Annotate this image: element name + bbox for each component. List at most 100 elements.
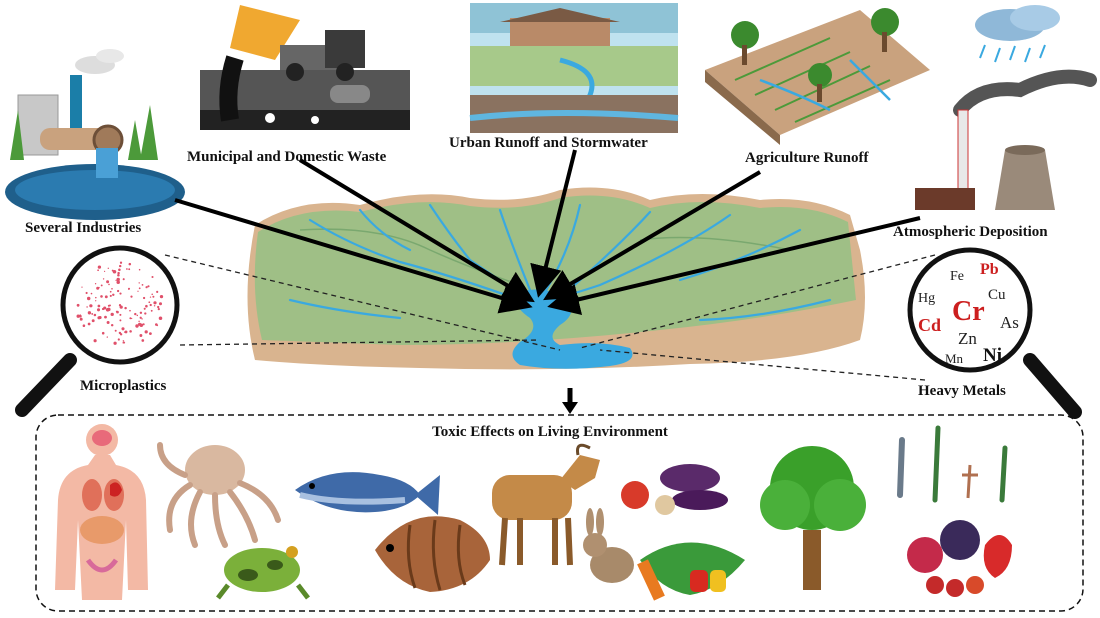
microplastic-speck [104,295,108,299]
microplastic-speck [86,296,91,301]
arrow-municipal [298,158,535,303]
microplastic-speck [144,330,148,334]
metal-hg: Hg [918,291,936,306]
microplastic-speck [144,312,147,315]
microplastic-speck [94,283,97,285]
microplastic-speck [139,311,143,314]
effects-title: Toxic Effects on Living Environment [432,424,668,440]
microplastic-speck [79,317,83,321]
microplastic-speck [116,280,120,285]
microplastic-speck [135,324,139,328]
microplastic-speck [109,294,112,297]
octopus-icon [157,442,281,548]
microplastic-speck [119,261,123,264]
arrow-industries [174,198,533,314]
river-landscape [247,187,865,370]
microplastic-speck [118,304,122,307]
industries-icon [5,49,185,220]
microplastic-speck [147,285,150,288]
microplastic-speck [95,296,97,299]
microplastic-speck [159,294,164,299]
tree-icon [760,446,866,590]
microplastic-speck [151,275,154,279]
microplastic-speck [106,280,110,284]
microplastic-speck [119,292,122,295]
label-municipal-waste: Municipal and Domestic Waste [187,149,387,165]
microplastic-speck [156,290,159,293]
microplastic-speck [102,278,105,280]
metal-ni: Ni [983,345,1002,366]
human-body-icon [55,424,148,600]
microplastic-speck [89,304,92,307]
metal-zn: Zn [958,329,977,348]
microplastic-speck [158,316,163,320]
microplastic-speck [98,286,100,289]
microplastic-speck [87,322,91,326]
microplastic-speck [145,286,148,289]
metal-as: As [1000,313,1019,332]
microplastic-speck [149,296,152,298]
microplastic-speck [119,319,122,322]
microplastic-speck [104,315,107,319]
microplastic-speck [153,305,156,307]
microplastic-speck [110,323,114,327]
microplastic-speck [119,264,122,268]
metal-cr: Cr [952,296,985,327]
microplastic-speck [91,312,94,315]
microplastic-speck [106,336,108,338]
microplastic-speck [110,312,114,317]
microplastic-speck [131,317,133,320]
goat-icon [492,443,600,566]
microplastic-speck [114,329,117,332]
microplastic-speck [107,267,110,269]
microplastic-speck [108,283,110,286]
microplastic-speck [118,331,122,335]
microplastic-speck [115,279,117,282]
microplastic-speck [148,301,151,304]
microplastic-speck [138,320,140,323]
heavy-metals-magnifier [907,247,1082,419]
microplastic-speck [141,284,144,286]
pollutant-leader-lines [164,254,936,381]
microplastic-speck [95,300,97,302]
berries-icon [907,520,1012,597]
microplastic-speck [138,282,140,284]
fish-icon [295,472,440,515]
microplastic-speck [93,313,97,317]
microplastic-speck [136,314,139,317]
microplastic-speck [116,277,120,282]
microplastic-speck [112,293,115,296]
microplastic-speck [97,316,101,320]
tropical-fish-icon [375,516,490,592]
arrow-agriculture [543,170,762,301]
microplastic-speck [151,293,153,296]
label-microplastics: Microplastics [80,378,167,394]
microplastic-speck [87,311,92,315]
microplastic-speck [123,341,126,344]
microplastic-speck [157,307,160,311]
metal-cd: Cd [918,315,942,335]
microplastic-speck [129,309,131,312]
vegetables-icon [621,464,745,601]
microplastic-speck [117,338,120,341]
herbs-icon [897,425,1008,503]
arrow-atmospheric [547,216,921,315]
frog-icon [216,546,310,600]
microplastic-speck [128,268,131,271]
microplastic-speck [90,292,93,295]
municipal-waste-icon [200,5,410,130]
rabbit-icon [583,508,634,583]
microplastic-speck [121,327,125,331]
microplastic-speck [156,324,159,327]
microplastic-speck [142,296,146,300]
microplastic-speck [154,302,157,304]
label-heavy-metals: Heavy Metals [918,383,1006,399]
metal-mn: Mn [945,351,964,366]
label-urban-runoff: Urban Runoff and Stormwater [449,135,648,151]
microplastic-speck [97,304,101,308]
microplastic-speck [101,331,105,335]
microplastic-speck [109,290,112,293]
microplastic-speck [141,318,143,320]
microplastic-speck [124,306,127,310]
microplastic-speck [150,309,153,312]
